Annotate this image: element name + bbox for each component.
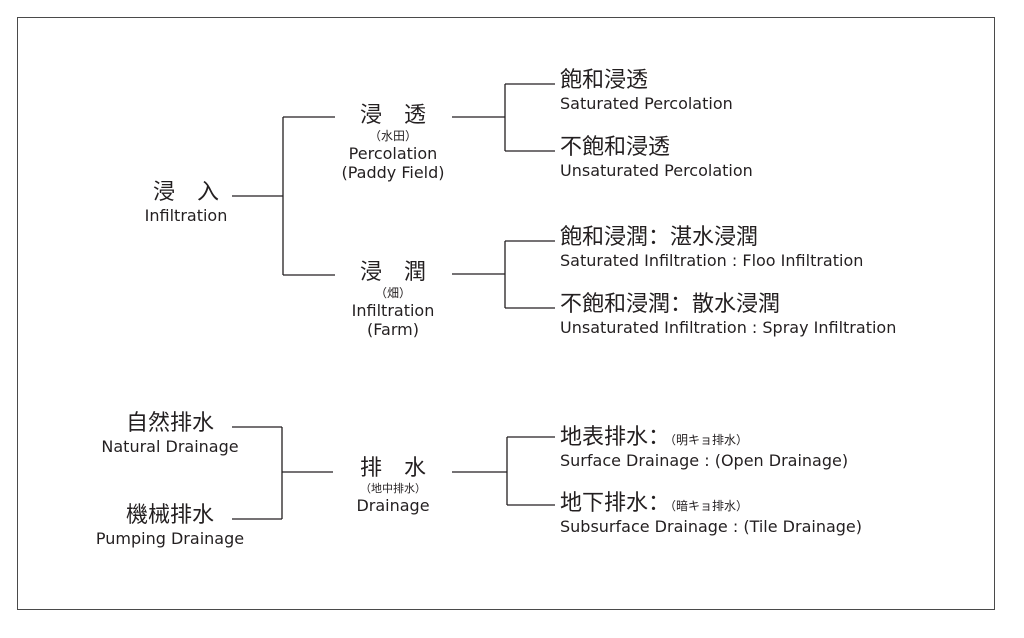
connector-infiltration-root	[232, 116, 335, 276]
infil-farm-en-sub: (Farm)	[367, 319, 419, 339]
node-pumping-drainage: 機械排水 Pumping Drainage	[82, 503, 258, 549]
node-infiltration: 浸 入 Infiltration	[128, 180, 244, 226]
drainage-note: （地中排水）	[360, 482, 426, 496]
pumping-drainage-en: Pumping Drainage	[95, 529, 245, 549]
unsaturated-infiltration-jp: 不飽和浸潤：散水浸潤	[560, 292, 781, 317]
subsurface-drainage-jp: 地下排水：	[560, 491, 671, 516]
connector-drainage-sources	[232, 426, 333, 520]
unsaturated-infiltration-en: Unsaturated Infiltration : Spray Infiltr…	[560, 318, 897, 338]
saturated-infiltration-en: Saturated Infiltration : Floo Infiltrati…	[560, 251, 864, 271]
node-surface-drainage: 地表排水：（明キョ排水） Surface Drainage : (Open Dr…	[560, 425, 848, 471]
node-percolation: 浸 透 （水田） Percolation (Paddy Field)	[318, 103, 468, 182]
percolation-en: Percolation	[348, 143, 438, 163]
infil-farm-note: （畑）	[374, 286, 411, 301]
infil-farm-en: Infiltration	[351, 300, 435, 320]
diagram-frame	[17, 17, 995, 610]
subsurface-drainage-note: （暗キョ排水）	[670, 499, 749, 513]
percolation-en-sub: (Paddy Field)	[341, 162, 445, 182]
connector-percolation	[452, 83, 555, 152]
node-saturated-infiltration: 飽和浸潤：湛水浸潤 Saturated Infiltration : Floo …	[560, 225, 863, 271]
surface-drainage-en: Surface Drainage : (Open Drainage)	[560, 451, 849, 471]
saturated-infiltration-jp: 飽和浸潤：湛水浸潤	[560, 225, 759, 250]
percolation-jp: 浸 透	[359, 103, 426, 128]
infiltration-en: Infiltration	[144, 206, 228, 226]
natural-drainage-jp: 自然排水	[125, 411, 214, 436]
unsaturated-percolation-en: Unsaturated Percolation	[560, 161, 753, 181]
node-unsaturated-percolation: 不飽和浸透 Unsaturated Percolation	[560, 135, 753, 181]
connector-infil-farm	[452, 240, 555, 309]
surface-drainage-note: （明キョ排水）	[670, 433, 749, 447]
drainage-jp: 排 水	[359, 456, 426, 481]
drainage-en: Drainage	[356, 495, 430, 515]
connector-drainage-types	[452, 436, 555, 506]
node-infiltration-farm: 浸 潤 （畑） Infiltration (Farm)	[318, 260, 468, 339]
pumping-drainage-jp: 機械排水	[125, 503, 214, 528]
infiltration-jp: 浸 入	[152, 180, 219, 205]
infil-farm-jp: 浸 潤	[359, 260, 426, 285]
saturated-percolation-en: Saturated Percolation	[560, 94, 733, 114]
percolation-note: （水田）	[368, 129, 417, 144]
unsaturated-percolation-jp: 不飽和浸透	[560, 135, 671, 160]
saturated-percolation-jp: 飽和浸透	[560, 68, 649, 93]
natural-drainage-en: Natural Drainage	[101, 437, 239, 457]
subsurface-drainage-en: Subsurface Drainage : (Tile Drainage)	[560, 517, 863, 537]
node-drainage: 排 水 （地中排水） Drainage	[326, 456, 460, 515]
node-saturated-percolation: 飽和浸透 Saturated Percolation	[560, 68, 733, 114]
node-unsaturated-infiltration: 不飽和浸潤：散水浸潤 Unsaturated Infiltration : Sp…	[560, 292, 896, 338]
node-natural-drainage: 自然排水 Natural Drainage	[88, 411, 252, 457]
surface-drainage-jp: 地表排水：	[560, 425, 671, 450]
node-subsurface-drainage: 地下排水：（暗キョ排水） Subsurface Drainage : (Tile…	[560, 491, 862, 537]
